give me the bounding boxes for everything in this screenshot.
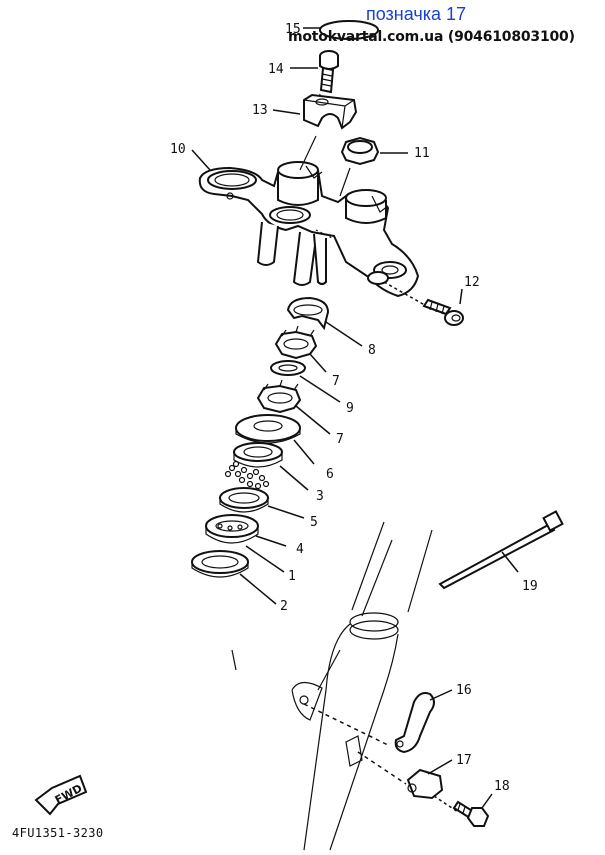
part-4-lower-bearing <box>205 514 287 547</box>
part-3-bearing-race <box>233 442 309 491</box>
callout-6: 6 <box>326 467 334 482</box>
callout-14: 14 <box>268 62 284 77</box>
callout-13: 13 <box>252 103 268 118</box>
part-12-pinch-bolt <box>383 281 464 326</box>
part-2-dust-seal <box>191 550 277 605</box>
callout-16: 16 <box>456 683 472 698</box>
part-13-handlebar-clamp <box>272 93 358 130</box>
part-1-race <box>245 545 285 573</box>
callout-17: 17 <box>456 753 472 768</box>
callout-8: 8 <box>368 343 376 358</box>
front-fork-tube <box>231 521 433 851</box>
callout-11: 11 <box>414 146 430 161</box>
callout-1: 1 <box>288 569 296 584</box>
part-7b-ring-nut <box>256 379 331 435</box>
drawing-code: 4FU1351-3230 <box>12 826 104 840</box>
callout-5: 5 <box>310 515 318 530</box>
watermark-site: motokvartal.com.ua (904610803100) <box>288 29 575 45</box>
callout-10: 10 <box>170 142 186 157</box>
callout-4: 4 <box>296 542 304 557</box>
fwd-arrow-badge: FWD <box>34 774 88 816</box>
watermark-label: позначка 17 <box>366 4 467 24</box>
callout-numbers: 15 14 13 10 11 12 8 7 9 7 6 3 5 4 1 2 19… <box>170 22 538 794</box>
callout-12: 12 <box>464 275 480 290</box>
part-3-steel-balls <box>224 460 270 490</box>
callout-3: 3 <box>316 489 324 504</box>
callout-9: 9 <box>346 401 354 416</box>
part-17-holder <box>357 751 453 800</box>
part-14-bolt <box>290 50 339 105</box>
part-11-steering-nut <box>340 136 408 166</box>
part-19-cable-tie <box>438 510 564 590</box>
callout-15: 15 <box>285 22 301 37</box>
part-8-lock-washer <box>286 296 363 347</box>
callout-2: 2 <box>280 599 288 614</box>
callout-7b: 7 <box>336 432 344 447</box>
callout-7a: 7 <box>332 374 340 389</box>
part-5-upper-bearing <box>219 487 305 519</box>
part-9-washer <box>270 360 341 403</box>
callout-19: 19 <box>522 579 538 594</box>
part-10-upper-bracket <box>191 135 420 298</box>
callout-18: 18 <box>494 779 510 794</box>
part-15-cap <box>303 20 379 40</box>
part-7a-ring-nut <box>274 325 327 373</box>
part-16-brake-hose-clamp <box>303 689 453 754</box>
part-18-bolt <box>433 793 493 827</box>
